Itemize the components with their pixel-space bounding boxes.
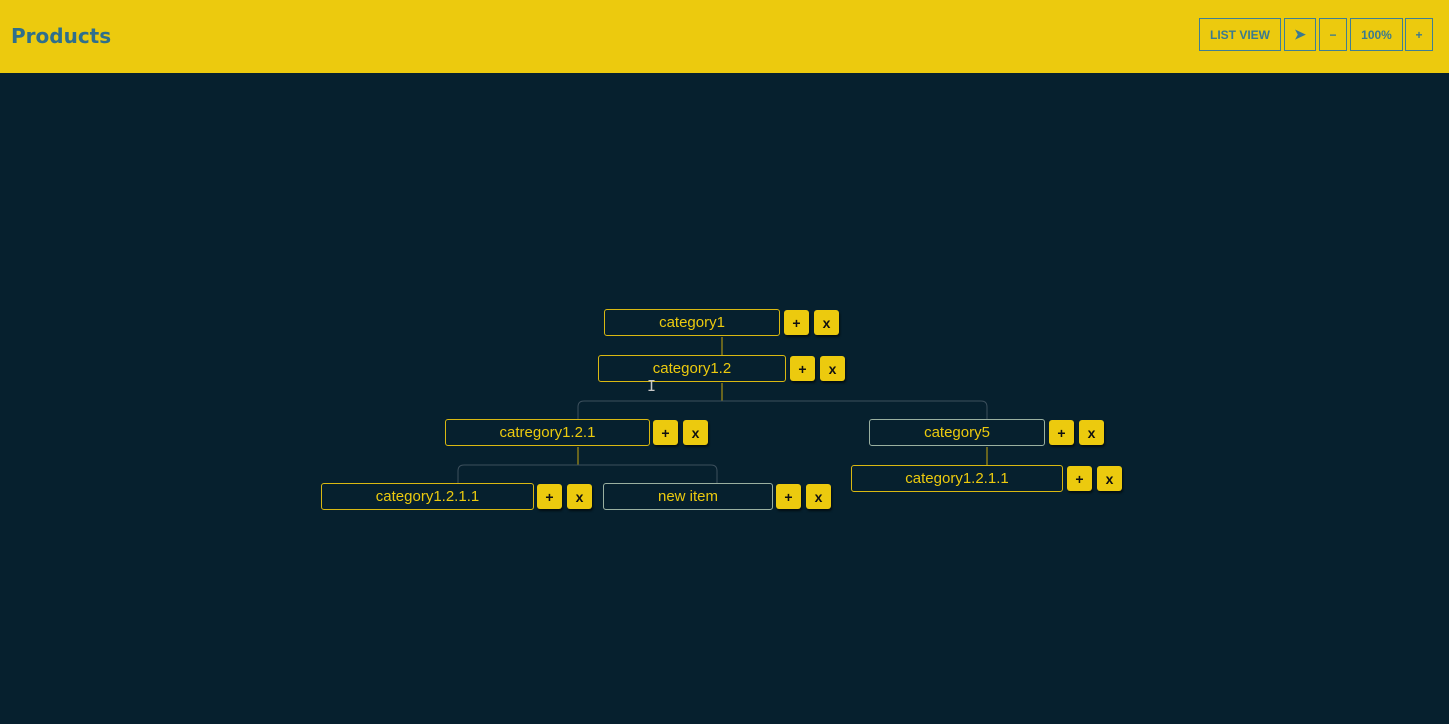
close-icon: x bbox=[828, 360, 837, 377]
close-icon: x bbox=[814, 488, 823, 505]
tree-node[interactable]: category1.2.1.1 bbox=[321, 483, 534, 510]
node-label: category1.2.1.1 bbox=[905, 470, 1009, 487]
tree-connectors bbox=[457, 337, 988, 483]
text-cursor-icon: I bbox=[647, 377, 657, 395]
add-child-button[interactable]: + bbox=[1067, 466, 1092, 491]
remove-node-button[interactable]: x bbox=[806, 484, 831, 509]
play-icon: ➤ bbox=[1294, 26, 1306, 42]
zoom-level-display[interactable]: 100% bbox=[1350, 18, 1403, 51]
remove-node-button[interactable]: x bbox=[820, 356, 845, 381]
tree-node[interactable]: category1 bbox=[604, 309, 780, 336]
connector-line bbox=[457, 464, 718, 483]
add-child-button[interactable]: + bbox=[537, 484, 562, 509]
node-label: category1.2 bbox=[652, 360, 732, 377]
zoom-level-label: 100% bbox=[1361, 27, 1392, 42]
close-icon: x bbox=[822, 314, 831, 331]
remove-node-button[interactable]: x bbox=[814, 310, 839, 335]
close-icon: x bbox=[1087, 424, 1096, 441]
play-button[interactable]: ➤ bbox=[1284, 18, 1316, 51]
plus-icon: + bbox=[784, 488, 793, 505]
add-child-button[interactable]: + bbox=[1049, 420, 1074, 445]
zoom-in-button[interactable]: + bbox=[1405, 18, 1433, 51]
list-view-label: LIST VIEW bbox=[1210, 27, 1270, 42]
add-child-button[interactable]: + bbox=[653, 420, 678, 445]
plus-icon: + bbox=[798, 360, 807, 377]
node-label: category1 bbox=[659, 314, 725, 331]
plus-icon: + bbox=[1075, 470, 1084, 487]
remove-node-button[interactable]: x bbox=[567, 484, 592, 509]
close-icon: x bbox=[1105, 470, 1114, 487]
close-icon: x bbox=[691, 424, 700, 441]
plus-icon: + bbox=[1415, 27, 1423, 42]
add-child-button[interactable]: + bbox=[790, 356, 815, 381]
plus-icon: + bbox=[545, 488, 554, 505]
tree-node[interactable]: category1.2 bbox=[598, 355, 786, 382]
plus-icon: + bbox=[1057, 424, 1066, 441]
node-label: category1.2.1.1 bbox=[375, 488, 480, 505]
minus-icon: − bbox=[1329, 27, 1337, 42]
remove-node-button[interactable]: x bbox=[1097, 466, 1122, 491]
tree-node[interactable]: category5 bbox=[869, 419, 1045, 446]
tree-node[interactable]: new item bbox=[603, 483, 773, 510]
remove-node-button[interactable]: x bbox=[1079, 420, 1104, 445]
add-child-button[interactable]: + bbox=[776, 484, 801, 509]
page-title: Products bbox=[11, 24, 112, 48]
list-view-button[interactable]: LIST VIEW bbox=[1199, 18, 1281, 51]
tree-canvas[interactable]: category1 + x category1.2 + x catregory1… bbox=[0, 73, 1449, 724]
app-header: Products LIST VIEW ➤ − 100% + bbox=[0, 0, 1449, 73]
zoom-out-button[interactable]: − bbox=[1319, 18, 1347, 51]
node-label: new item bbox=[657, 488, 719, 505]
add-child-button[interactable]: + bbox=[784, 310, 809, 335]
plus-icon: + bbox=[661, 424, 670, 441]
node-label: catregory1.2.1 bbox=[499, 424, 596, 441]
remove-node-button[interactable]: x bbox=[683, 420, 708, 445]
tree-node[interactable]: category1.2.1.1 bbox=[851, 465, 1063, 492]
close-icon: x bbox=[575, 488, 584, 505]
node-label: category5 bbox=[924, 424, 990, 441]
plus-icon: + bbox=[792, 314, 801, 331]
connector-line bbox=[577, 400, 988, 419]
tree-node[interactable]: catregory1.2.1 bbox=[445, 419, 650, 446]
